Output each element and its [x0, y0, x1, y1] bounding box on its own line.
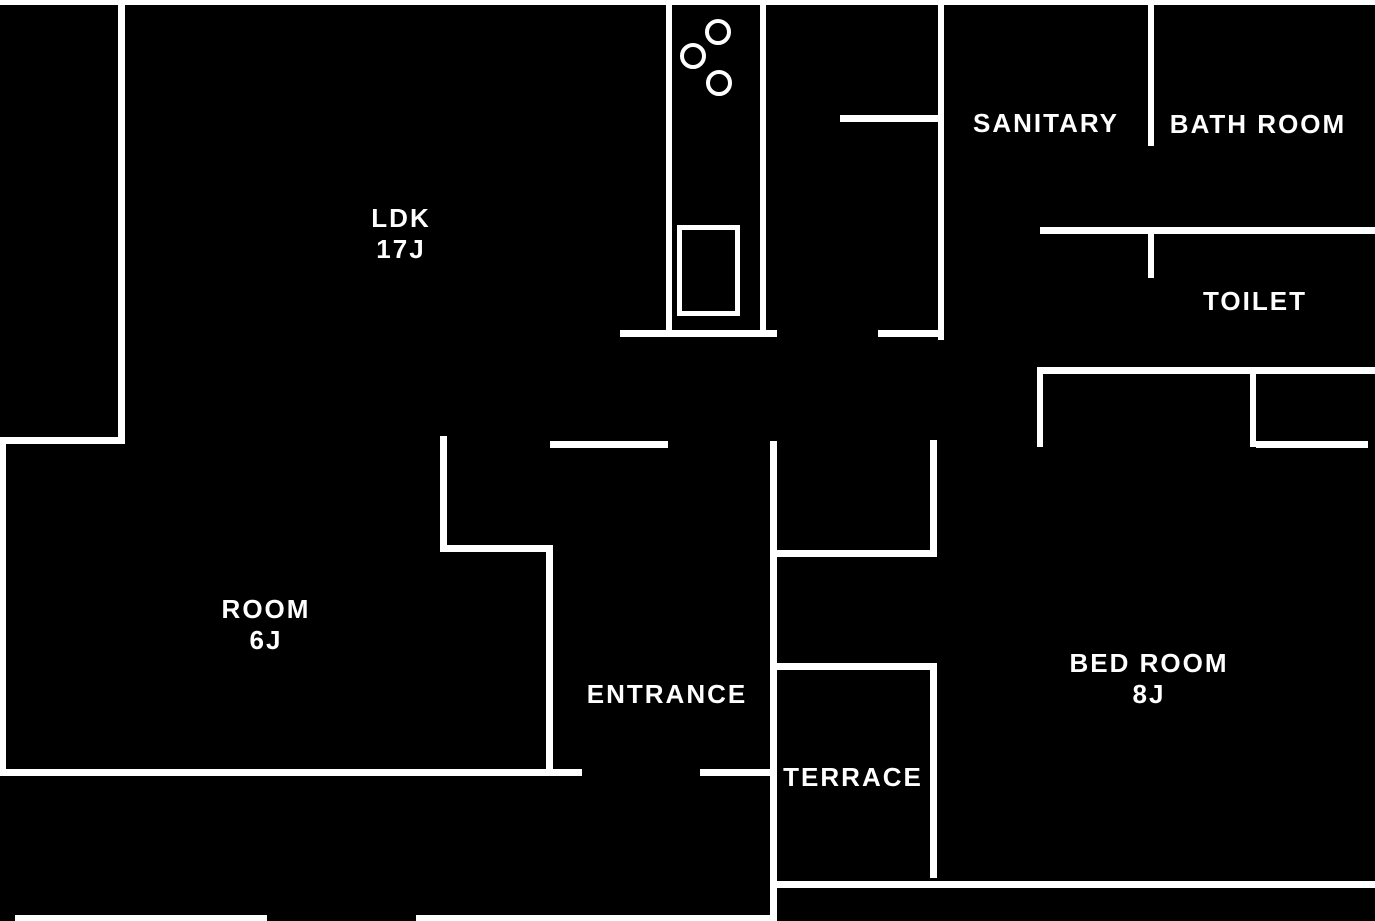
room-label-toilet: TOILET [1203, 286, 1307, 316]
central-vertical-wall [770, 441, 777, 921]
bottom-edge-wall-right [416, 915, 770, 921]
room-label-ldk: LDK [371, 203, 431, 233]
room-closet-right-wall-bot [546, 545, 553, 776]
ldk-left-wall [118, 5, 125, 438]
hall-right-wall [1037, 367, 1043, 447]
terrace-right-wall [930, 663, 937, 878]
toilet-bottom-wall [1037, 367, 1375, 374]
entrance-bottom-wall [700, 769, 776, 776]
entrance-right-wall [930, 440, 937, 557]
sanitary-bottom-wall [1040, 227, 1375, 234]
terrace-top-wall [773, 663, 937, 670]
bedroom-bottom-wall [776, 881, 1375, 888]
entrance-right-step-wall [770, 550, 936, 557]
kitchen-bottom-wall [620, 330, 777, 337]
room-closet-right-wall-top [440, 436, 447, 551]
room-size-room: 6J [249, 625, 283, 655]
room-label-entrance: ENTRANCE [586, 679, 748, 709]
sanitary-bath-divider [1148, 0, 1154, 146]
ldk-room-jog-wall [0, 437, 125, 444]
room-left-wall [0, 437, 6, 776]
corridor-right-wall [938, 0, 944, 340]
toilet-divider-stub [1148, 233, 1154, 278]
outer-wall-top [0, 0, 1375, 5]
stove-burner-icon [680, 43, 706, 69]
room-label-terrace: TERRACE [783, 762, 923, 792]
closet-left-wall [1250, 374, 1256, 447]
kitchen-right-wall [760, 5, 766, 331]
room-size-bedroom: 8J [1132, 679, 1166, 709]
room-label-bedroom: BED ROOM [1069, 648, 1229, 678]
bottom-edge-wall-left [15, 915, 267, 921]
room-label-bathroom: BATH ROOM [1169, 109, 1347, 139]
room-closet-step-wall [440, 545, 553, 552]
room-label-room: ROOM [221, 594, 311, 624]
room-label-sanitary: SANITARY [973, 108, 1119, 138]
stove-burner-icon [706, 70, 732, 96]
closet-bottom-wall [1256, 441, 1368, 448]
corridor-bottom-wall [878, 330, 944, 337]
entrance-top-wall [550, 441, 668, 448]
kitchen-left-wall [666, 5, 672, 331]
room-bottom-wall [0, 769, 582, 776]
room-size-ldk: 17J [376, 234, 426, 264]
stove-burner-icon [705, 19, 731, 45]
kitchen-sink-icon [677, 225, 740, 316]
sanitary-door-wall [840, 115, 944, 122]
